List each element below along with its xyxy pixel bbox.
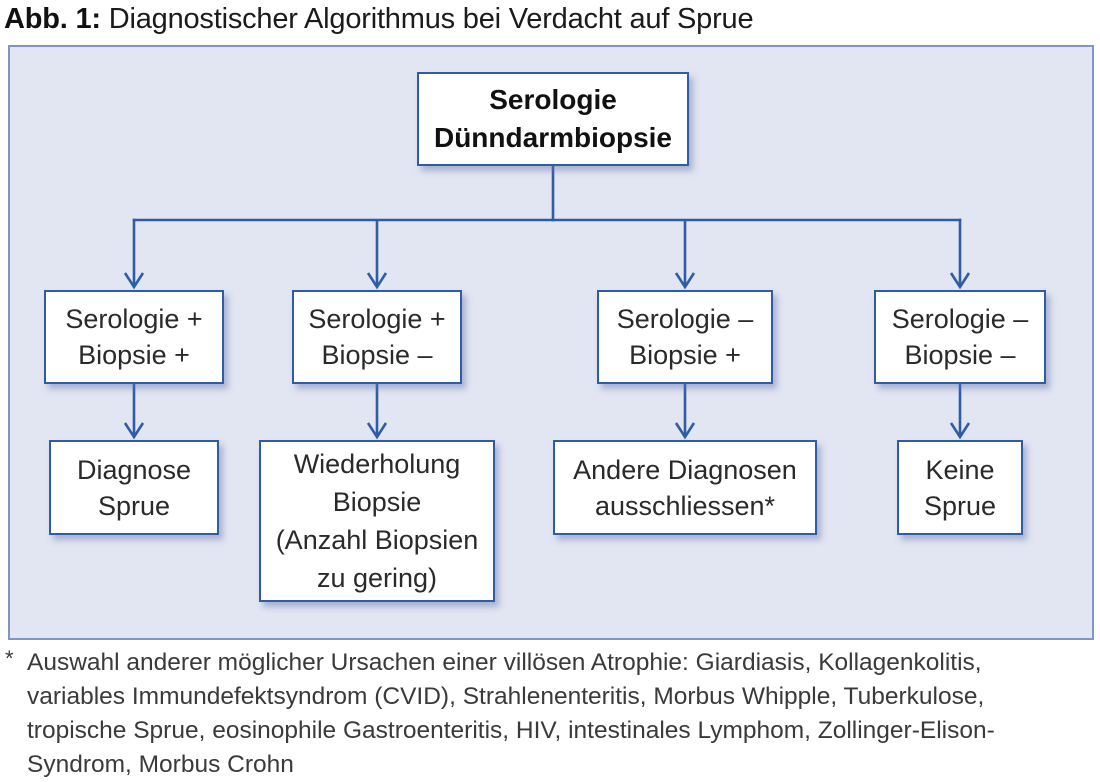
outcome-line: Biopsie	[332, 487, 422, 517]
outcome-line: Diagnose	[76, 454, 192, 485]
condition-line: Biopsie –	[904, 340, 1016, 370]
outcome-line: Andere Diagnosen	[573, 454, 797, 485]
node-condition-serologie-pos-biopsie-neg: Serologie + Biopsie –	[292, 290, 462, 384]
arrow-down-icon	[123, 422, 145, 440]
node-outcome-keine-sprue: Keine Sprue	[897, 440, 1023, 535]
arrow-down-icon	[674, 272, 696, 290]
node-outcome-diagnose-sprue: Diagnose Sprue	[49, 440, 219, 535]
diagram-canvas: Serologie Dünndarmbiopsie Serologie + Bi…	[10, 47, 1091, 637]
arrow-down-icon	[123, 272, 145, 290]
footnote-line: Syndrom, Morbus Crohn	[27, 751, 294, 778]
diagram-panel: Serologie Dünndarmbiopsie Serologie + Bi…	[8, 45, 1094, 640]
arrow-down-icon	[949, 422, 971, 440]
arrow-down-icon	[949, 272, 971, 290]
footnote-line: tropische Sprue, eosinophile Gastroenter…	[27, 717, 995, 744]
node-root: Serologie Dünndarmbiopsie	[417, 72, 689, 166]
outcome-line: Keine	[925, 454, 995, 485]
condition-line: Serologie –	[616, 304, 754, 334]
condition-line: Biopsie +	[629, 340, 741, 370]
arrow-down-icon	[674, 422, 696, 440]
connector-drop-1	[123, 218, 145, 290]
figure-title: Abb. 1: Diagnostischer Algorithmus bei V…	[4, 3, 754, 36]
connector-outcome-3	[674, 384, 696, 440]
connector-outcome-2	[366, 384, 388, 440]
outcome-line: Sprue	[923, 490, 997, 521]
outcome-line: ausschliessen*	[594, 490, 776, 521]
condition-line: Biopsie –	[321, 340, 433, 370]
connector-outcome-4	[949, 384, 971, 440]
figure-number-label: Abb. 1:	[4, 3, 101, 35]
connector-outcome-1	[123, 384, 145, 440]
node-outcome-andere-diagnosen: Andere Diagnosen ausschliessen*	[553, 440, 817, 535]
outcome-line: Sprue	[97, 490, 171, 521]
condition-line: Serologie +	[65, 304, 203, 334]
node-root-line1: Serologie	[489, 84, 617, 115]
node-root-line2: Dünndarmbiopsie	[433, 122, 672, 153]
figure-title-text: Diagnostischer Algorithmus bei Verdacht …	[100, 3, 754, 35]
condition-line: Serologie +	[308, 304, 446, 334]
footnote-line: variables Immundefektsyndrom (CVID), Str…	[27, 683, 985, 710]
arrow-down-icon	[366, 272, 388, 290]
connector-drop-3	[674, 220, 696, 290]
outcome-line: (Anzahl Biopsien	[275, 525, 479, 555]
footnote-asterisk-marker: *	[5, 646, 14, 671]
outcome-line: zu gering)	[316, 563, 438, 593]
footnote-line: Auswahl anderer möglicher Ursachen einer…	[27, 649, 982, 676]
node-outcome-wiederholung-biopsie: Wiederholung Biopsie (Anzahl Biopsien zu…	[259, 440, 495, 602]
connector-drop-2	[366, 220, 388, 290]
condition-line: Biopsie +	[78, 340, 190, 370]
connector-drop-4	[949, 218, 971, 290]
condition-line: Serologie –	[891, 304, 1029, 334]
outcome-line: Wiederholung	[293, 449, 461, 479]
node-condition-serologie-neg-biopsie-pos: Serologie – Biopsie +	[597, 290, 773, 384]
node-condition-serologie-pos-biopsie-pos: Serologie + Biopsie +	[44, 290, 224, 384]
footnote: * Auswahl anderer möglicher Ursachen ein…	[5, 646, 995, 782]
node-condition-serologie-neg-biopsie-neg: Serologie – Biopsie –	[874, 290, 1046, 384]
arrow-down-icon	[366, 422, 388, 440]
